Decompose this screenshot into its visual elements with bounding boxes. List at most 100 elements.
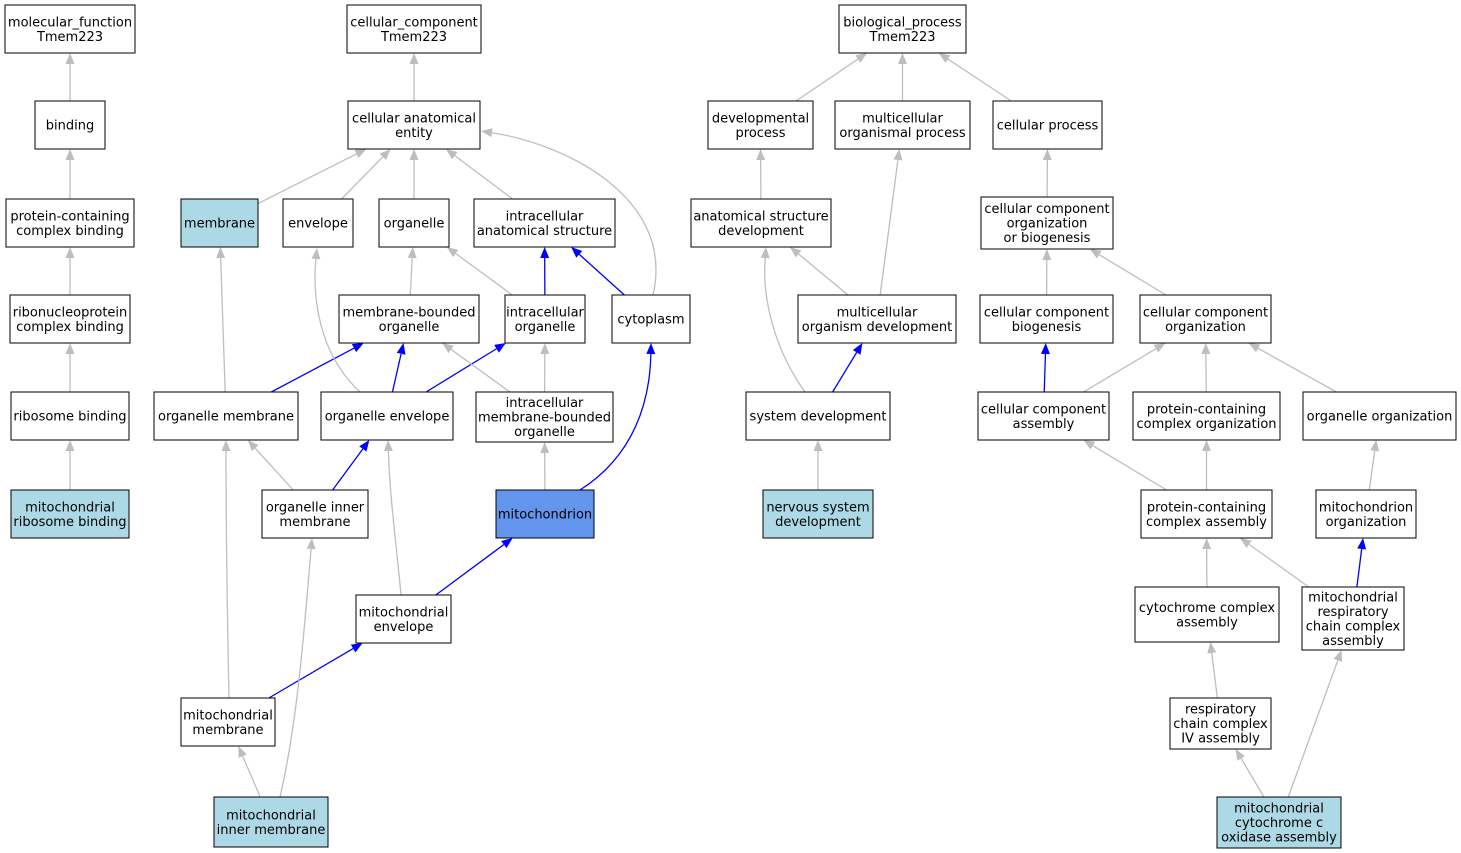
go-term-organelle-organization[interactable]: organelle organization bbox=[1302, 391, 1457, 441]
node-box bbox=[1139, 294, 1272, 344]
go-term-system-development[interactable]: system development bbox=[745, 391, 891, 441]
node-label-line: cellular anatomical bbox=[352, 111, 476, 126]
arrowhead-nervous_system_development>system_development bbox=[813, 440, 823, 451]
arrowhead-cellular_process>bp_root bbox=[938, 53, 951, 63]
edge-mitochondrial_envelope-to-organelle_envelope bbox=[383, 440, 402, 596]
edge-line bbox=[450, 348, 511, 393]
arrowhead-mito_cyt_c_oxidase_assembly>resp_chain_complex_iv_assembly bbox=[1235, 749, 1246, 761]
go-term-ribosome-binding[interactable]: ribosome binding bbox=[10, 391, 130, 441]
go-term-cellular-process[interactable]: cellular process bbox=[992, 100, 1103, 150]
arrowhead-mitochondrion>cytoplasm bbox=[646, 343, 656, 355]
arrowhead-cc_assembly>cc_biogenesis bbox=[1040, 343, 1050, 355]
go-term-mitochondrion[interactable]: mitochondrion bbox=[495, 489, 595, 539]
edge-line bbox=[270, 347, 355, 393]
node-box bbox=[611, 294, 691, 344]
edge-line bbox=[1356, 548, 1363, 588]
arrowhead-protein_containing_complex_assembly>protein_containing_complex_organization bbox=[1202, 440, 1211, 451]
node-label-line: organismal process bbox=[839, 126, 965, 141]
node-label-line: membrane bbox=[184, 217, 255, 232]
go-term-organelle[interactable]: organelle bbox=[378, 198, 450, 248]
node-box bbox=[979, 294, 1114, 344]
edge-line bbox=[947, 58, 1012, 102]
node-box bbox=[1302, 391, 1457, 441]
go-term-binding[interactable]: binding bbox=[34, 100, 106, 150]
node-label-line: cellular component bbox=[984, 202, 1109, 217]
go-term-organelle-envelope[interactable]: organelle envelope bbox=[320, 391, 454, 441]
go-term-cytoplasm[interactable]: cytoplasm bbox=[611, 294, 691, 344]
node-label-line: mitochondrial bbox=[359, 605, 449, 620]
arrowhead-mitochondrial_membrane>organelle_membrane bbox=[221, 440, 231, 451]
edge-protein_containing_complex_assembly-to-protein_containing_complex_organization bbox=[1202, 440, 1211, 490]
edge-line bbox=[795, 58, 859, 102]
arrowhead-cc_biogenesis>ccob bbox=[1042, 249, 1052, 261]
edge-line bbox=[578, 253, 625, 296]
node-label-line: organelle organization bbox=[1307, 410, 1453, 425]
edge-line bbox=[1092, 445, 1167, 491]
go-term-organelle-membrane[interactable]: organelle membrane bbox=[153, 391, 299, 441]
arrowhead-organelle_inner_membrane>organelle_membrane bbox=[247, 440, 259, 452]
go-term-membrane[interactable]: membrane bbox=[180, 198, 259, 248]
edge-line bbox=[1368, 450, 1376, 491]
arrowhead-anatomical_structure_development>developmental_process bbox=[756, 149, 766, 161]
node-box bbox=[838, 4, 967, 54]
edge-mitochondrion-to-intracellular_membrane_bounded_organelle bbox=[540, 442, 550, 491]
node-box bbox=[10, 489, 130, 539]
edge-line bbox=[764, 257, 806, 393]
edge-line bbox=[879, 159, 899, 296]
arrowhead-organelle_inner_membrane>organelle_envelope bbox=[359, 440, 370, 452]
edge-system_development-to-anatomical_structure_development bbox=[760, 247, 806, 393]
edge-line bbox=[798, 253, 849, 296]
node-label-line: intracellular bbox=[506, 305, 584, 320]
node-label-line: intracellular bbox=[506, 209, 584, 224]
arrowhead-cytoplasm>cellular_anatomical_entity bbox=[481, 128, 493, 138]
node-label-line: organelle membrane bbox=[158, 410, 294, 425]
arrowhead-cc_assembly>cc_organization bbox=[1153, 343, 1166, 353]
arrowhead-organelle>cellular_anatomical_entity bbox=[409, 149, 419, 160]
arrowhead-mito_resp_chain_complex_assembly>mitochondrion_organization bbox=[1357, 538, 1367, 550]
edge-line bbox=[254, 447, 294, 491]
go-term-envelope[interactable]: envelope bbox=[282, 198, 354, 248]
node-label-line: intracellular bbox=[506, 396, 584, 411]
node-label-line: entity bbox=[395, 126, 433, 141]
node-box bbox=[504, 294, 586, 344]
edge-cc_assembly-to-cc_biogenesis bbox=[1040, 343, 1050, 393]
edge-intracellular_organelle-to-organelle bbox=[446, 247, 513, 296]
node-box bbox=[4, 4, 136, 54]
edge-anatomical_structure_development-to-developmental_process bbox=[756, 149, 766, 200]
node-label-line: membrane-bounded bbox=[342, 305, 475, 320]
node-label-line: development bbox=[775, 515, 861, 530]
arrowhead-ribonucleoprotein_complex_binding>protein_containing_complex_binding bbox=[65, 247, 75, 258]
